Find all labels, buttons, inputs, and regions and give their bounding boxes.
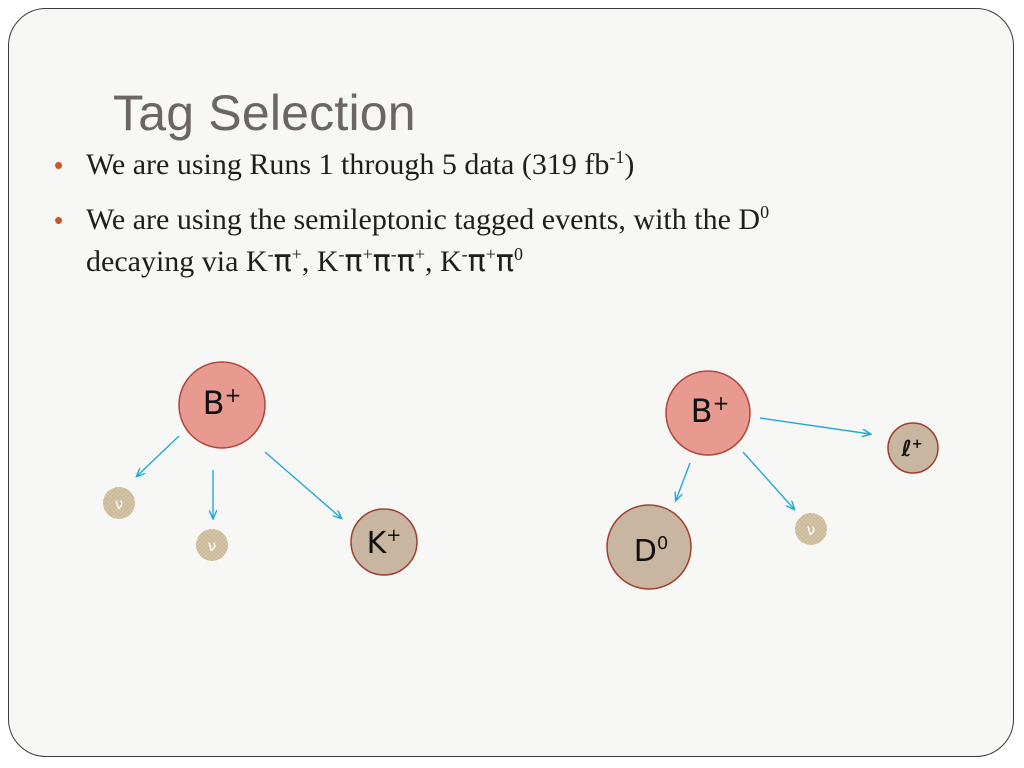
pion-symbol: π xyxy=(467,244,486,279)
bullet-runs-sup: -1 xyxy=(609,147,625,167)
charge-sup: 0 xyxy=(513,244,523,264)
charge-sup: + xyxy=(291,244,302,264)
charge-sup: + xyxy=(362,244,373,264)
d0-node xyxy=(606,504,692,590)
charge-sup: + xyxy=(414,244,425,264)
decay-separator: , K xyxy=(301,245,339,278)
bullet-list: • We are using Runs 1 through 5 data (31… xyxy=(54,144,934,296)
bullet-semileptonic-line1: We are using the semileptonic tagged eve… xyxy=(86,203,761,236)
kaon-node xyxy=(350,508,418,576)
neutrino-node-3 xyxy=(795,513,827,545)
kaon-label: K+ xyxy=(367,525,402,561)
b-meson-left xyxy=(178,361,266,449)
charge-sup: - xyxy=(390,244,397,264)
d0-sup: 0 xyxy=(760,202,770,222)
neutrino-node-2 xyxy=(196,529,228,561)
neutrino-label-2: ν xyxy=(208,537,216,555)
lepton-node xyxy=(887,422,939,474)
pion-symbol: π xyxy=(372,244,391,279)
pion-symbol: π xyxy=(273,244,292,279)
bullet-semileptonic: • We are using the semileptonic tagged e… xyxy=(54,199,934,283)
slide-frame xyxy=(8,8,1014,757)
pion-symbol: π xyxy=(495,244,514,279)
pion-symbol: π xyxy=(344,244,363,279)
decay-separator: , K xyxy=(425,245,462,278)
charge-sup: - xyxy=(338,244,345,264)
arrow-to-kaon xyxy=(264,451,341,518)
diagram-left: B+ K+ ν ν xyxy=(103,361,418,576)
arrow-to-d0 xyxy=(676,462,691,500)
neutrino-label-3: ν xyxy=(807,521,815,539)
bullet-dot-icon: • xyxy=(54,205,64,235)
decay-prefix: decaying via K xyxy=(86,245,268,278)
bullet-runs: • We are using Runs 1 through 5 data (31… xyxy=(54,144,934,186)
pion-symbol: π xyxy=(396,244,415,279)
b-meson-right xyxy=(665,370,751,456)
neutrino-node-1 xyxy=(103,487,135,519)
bullet-runs-text: We are using Runs 1 through 5 data (319 … xyxy=(86,148,610,181)
arrow-to-nu xyxy=(742,451,794,509)
charge-sup: - xyxy=(461,244,468,264)
b-meson-right-label: B+ xyxy=(691,391,730,430)
charge-sup: + xyxy=(485,244,496,264)
bullet-dot-icon: • xyxy=(54,150,64,180)
neutrino-label-1: ν xyxy=(115,495,123,513)
d0-label: D0 xyxy=(634,533,669,569)
arrow-to-nu1 xyxy=(137,435,180,476)
charge-sup: - xyxy=(267,244,274,264)
lepton-label: ℓ+ xyxy=(900,437,922,462)
slide-title: Tag Selection xyxy=(113,85,416,141)
diagram-right: B+ D0 ℓ+ ν xyxy=(606,370,939,590)
bullet-runs-tail: ) xyxy=(624,148,635,181)
arrow-to-lepton xyxy=(759,417,870,434)
b-meson-left-label: B+ xyxy=(203,383,242,422)
